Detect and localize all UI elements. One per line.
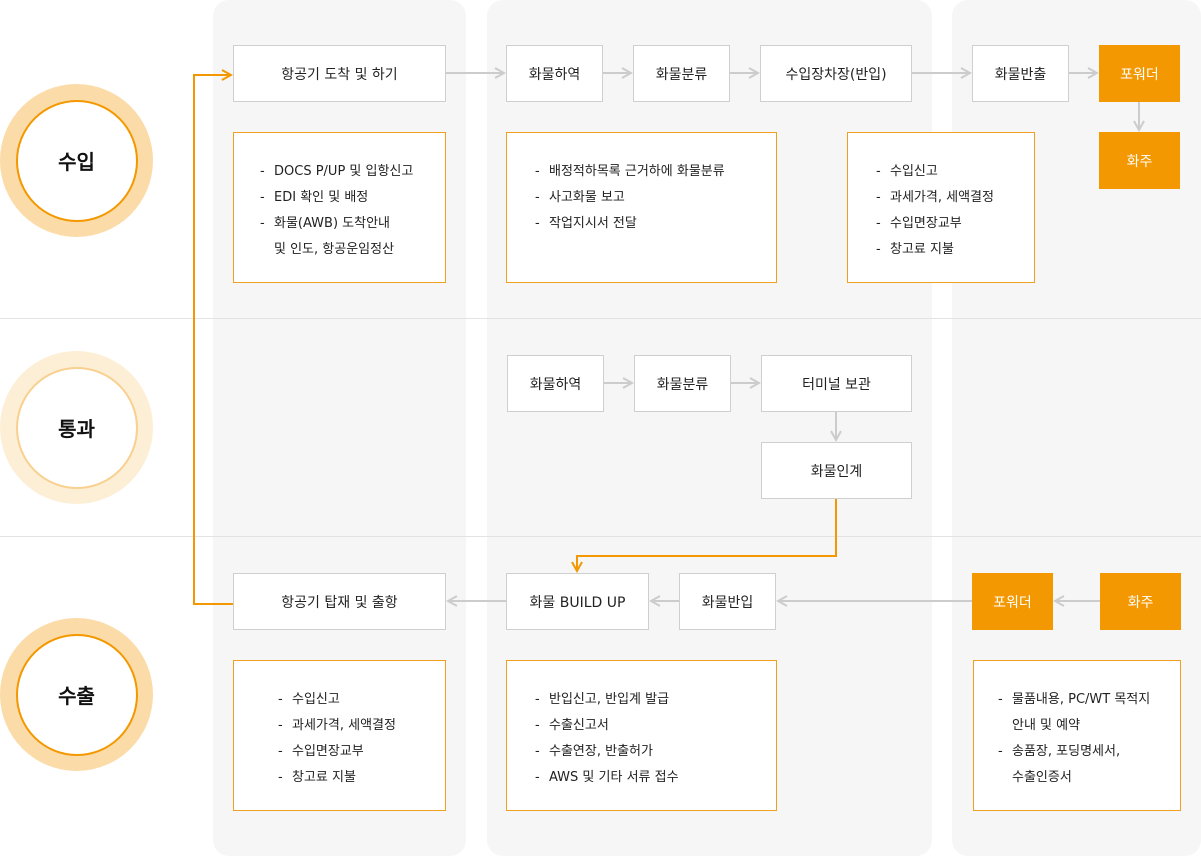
section-circle-transit: 통과 (0, 351, 153, 504)
node-aircraft-departure: 항공기 탑재 및 출항 (233, 573, 446, 630)
note-export-shipper: 물품내용, PC/WT 목적지 안내 및 예약 송품장, 포딩명세서, 수출인증… (973, 660, 1181, 811)
note-item: 작업지시서 전달 (535, 211, 776, 237)
note-item: DOCS P/UP 및 입항신고 (260, 159, 445, 185)
note-import-aircraft: DOCS P/UP 및 입항신고 EDI 확인 및 배정 화물(AWB) 도착안… (233, 132, 446, 283)
node-export-forwarder: 포워더 (972, 573, 1053, 630)
node-export-shipper: 화주 (1100, 573, 1181, 630)
node-terminal-storage: 터미널 보관 (761, 355, 912, 412)
section-label-export: 수출 (15, 633, 138, 756)
node-aircraft-arrival: 항공기 도착 및 하기 (233, 45, 446, 102)
note-item: 사고화물 보고 (535, 185, 776, 211)
note-item: 송품장, 포딩명세서, (998, 739, 1180, 765)
node-import-forwarder: 포워더 (1099, 45, 1180, 102)
divider-transit-export (0, 536, 1201, 537)
divider-import-transit (0, 318, 1201, 319)
note-item: EDI 확인 및 배정 (260, 185, 445, 211)
node-cargo-intake: 화물반입 (679, 573, 776, 630)
note-item: 창고료 지불 (876, 237, 1034, 263)
node-import-unloading: 화물하역 (506, 45, 603, 102)
section-label-transit: 통과 (15, 366, 138, 489)
note-item: 수입면장교부 (876, 211, 1034, 237)
note-item: 및 인도, 항공운임정산 (274, 242, 395, 257)
section-circle-import: 수입 (0, 84, 153, 237)
note-item: 물품내용, PC/WT 목적지 (998, 687, 1180, 713)
note-import-storage: 수입신고 과세가격, 세액결정 수입면장교부 창고료 지불 (847, 132, 1035, 283)
section-label-import: 수입 (15, 99, 138, 222)
note-item: AWS 및 기타 서류 접수 (535, 765, 776, 791)
note-item: 수입신고 (876, 159, 1034, 185)
node-transit-sorting: 화물분류 (634, 355, 731, 412)
section-circle-export: 수출 (0, 618, 153, 771)
note-item: 배정적하목록 근거하에 화물분류 (535, 159, 776, 185)
note-item: 수출인증서 (1012, 770, 1072, 785)
note-item: 수출신고서 (535, 713, 776, 739)
node-cargo-handover: 화물인계 (761, 442, 912, 499)
arrow-export-to-import (193, 75, 233, 605)
node-import-sorting: 화물분류 (633, 45, 730, 102)
node-bonded-storage: 수입장차장(반입) (760, 45, 912, 102)
note-item: 과세가격, 세액결정 (278, 713, 445, 739)
node-transit-unloading: 화물하역 (507, 355, 604, 412)
note-export-aircraft: 수입신고 과세가격, 세액결정 수입면장교부 창고료 지불 (233, 660, 446, 811)
note-item: 반입신고, 반입계 발급 (535, 687, 776, 713)
note-item: 안내 및 예약 (1012, 718, 1081, 733)
node-build-up: 화물 BUILD UP (506, 573, 649, 630)
note-item: 수입신고 (278, 687, 445, 713)
note-item: 창고료 지불 (278, 765, 445, 791)
note-export-buildup: 반입신고, 반입계 발급 수출신고서 수출연장, 반출허가 AWS 및 기타 서… (506, 660, 777, 811)
node-import-shipper: 화주 (1099, 132, 1180, 189)
node-cargo-release: 화물반출 (972, 45, 1069, 102)
note-import-sorting: 배정적하목록 근거하에 화물분류 사고화물 보고 작업지시서 전달 (506, 132, 777, 283)
arrow-transit-to-export (577, 499, 837, 571)
note-item: 과세가격, 세액결정 (876, 185, 1034, 211)
note-item: 수출연장, 반출허가 (535, 739, 776, 765)
note-item: 수입면장교부 (278, 739, 445, 765)
note-item: 화물(AWB) 도착안내 (260, 211, 445, 237)
